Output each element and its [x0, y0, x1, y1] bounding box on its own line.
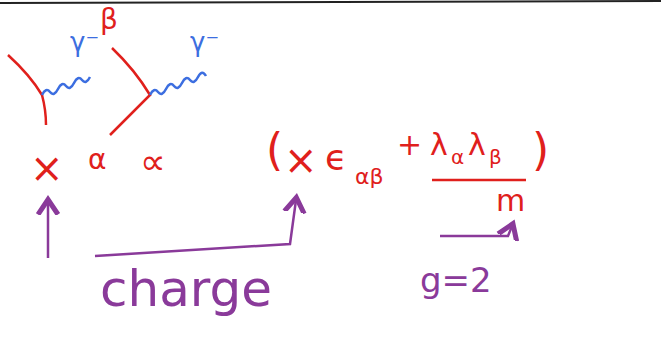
lambda-symbol: λ — [468, 128, 486, 161]
epsilon-symbol: ϵ — [325, 138, 347, 178]
pointer-arrow — [95, 200, 296, 256]
index-label: α — [88, 145, 106, 176]
annotation: g=2 — [420, 262, 492, 299]
charge-symbol: × — [284, 138, 318, 182]
subscript: β — [489, 146, 502, 168]
subscript: α — [451, 146, 464, 168]
charge-symbol: × — [30, 146, 64, 190]
parenthesis: ) — [532, 126, 549, 174]
subscript: αβ — [355, 165, 384, 189]
proportional-sign: ∝ — [140, 142, 166, 182]
parenthesis: ( — [266, 126, 283, 174]
lambda-symbol: λ — [430, 128, 448, 161]
photon-label: γ⁻ — [190, 28, 219, 57]
fermion-line — [8, 55, 46, 125]
pointer-arrow — [47, 202, 50, 258]
annotation: charge — [100, 262, 272, 317]
fermion-line — [110, 48, 150, 135]
plus-sign: + — [397, 128, 422, 161]
index-label: β — [100, 5, 118, 36]
photon-label: γ⁻ — [70, 28, 99, 57]
top-rule — [0, 1, 661, 3]
pointer-arrow — [440, 226, 512, 236]
fraction-bar — [432, 179, 526, 182]
mass-symbol: m — [496, 184, 525, 217]
photon-wiggle — [150, 73, 206, 95]
photon-wiggle — [42, 77, 90, 95]
